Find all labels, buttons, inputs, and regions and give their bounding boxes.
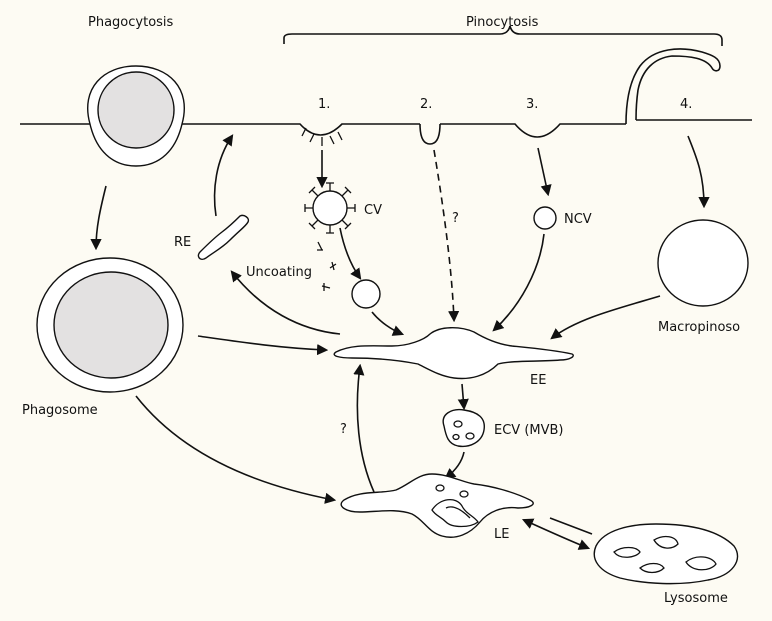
- arrow-phagosome-to-ee: [197, 335, 329, 356]
- membrane-ruffle: [625, 48, 721, 125]
- non-coated-vesicle: [533, 206, 557, 230]
- endosomal-carrier-vesicle: [442, 408, 485, 448]
- phagosome: [36, 257, 184, 393]
- arrow-re-to-membrane: [213, 134, 234, 217]
- pinocytosis-bracket: [283, 25, 723, 46]
- lysosome: [593, 523, 739, 585]
- arrow-ruffle-to-macropinosome: [687, 135, 710, 209]
- label-phagocytosis: Phagocytosis: [88, 15, 174, 30]
- label-macropinosome: Macropinoso: [658, 320, 740, 335]
- arrow-macropinosome-to-ee: [550, 295, 661, 340]
- arrow-ecv-to-le: [444, 451, 465, 480]
- label-ecv: ECV (MVB): [494, 423, 564, 438]
- phagocytosis-particle: [87, 65, 185, 167]
- arrow-phagosome-to-le: [135, 395, 337, 504]
- caveola-pit: [419, 123, 441, 145]
- label-cv: CV: [364, 203, 382, 218]
- coated-vesicle: [304, 182, 356, 234]
- label-step-2: 2.: [420, 97, 432, 112]
- arrow-cv-to-vesicle: [339, 227, 362, 280]
- plasma-membrane: [20, 119, 752, 138]
- label-le: LE: [494, 527, 509, 542]
- arrow-vesicle-to-ee: [371, 311, 405, 336]
- clathrin-coated-pit: [301, 127, 343, 146]
- label-ncv: NCV: [564, 212, 592, 227]
- label-step-3: 3.: [526, 97, 538, 112]
- arrow-caveola-to-ee: [433, 149, 460, 323]
- label-question-2: ?: [340, 422, 347, 437]
- label-ee: EE: [530, 373, 546, 388]
- arrow-ee-to-re: [230, 270, 341, 335]
- uncoated-vesicle: [351, 279, 381, 309]
- arrow-pit-to-ncv: [537, 147, 552, 197]
- late-endosome: [340, 473, 534, 538]
- arrow-lysosome-le: [549, 517, 593, 535]
- early-endosome: [333, 327, 574, 380]
- macropinosome: [657, 219, 749, 307]
- arrow-le-to-ee: [353, 363, 375, 493]
- uncoating-fragments: [317, 241, 337, 291]
- label-pinocytosis: Pinocytosis: [466, 15, 539, 30]
- label-phagosome: Phagosome: [22, 403, 98, 418]
- recycling-endosome: [197, 214, 250, 261]
- label-re: RE: [174, 235, 191, 250]
- label-step-4: 4.: [680, 97, 692, 112]
- label-step-1: 1.: [318, 97, 330, 112]
- label-lysosome: Lysosome: [664, 591, 728, 606]
- arrow-le-lysosome: [521, 518, 591, 550]
- arrow-ee-to-ecv: [457, 383, 469, 411]
- arrow-particle-to-phagosome: [90, 185, 107, 251]
- label-uncoating: Uncoating: [246, 265, 312, 280]
- label-question-1: ?: [452, 211, 459, 226]
- arrow-ncv-to-ee: [492, 233, 545, 332]
